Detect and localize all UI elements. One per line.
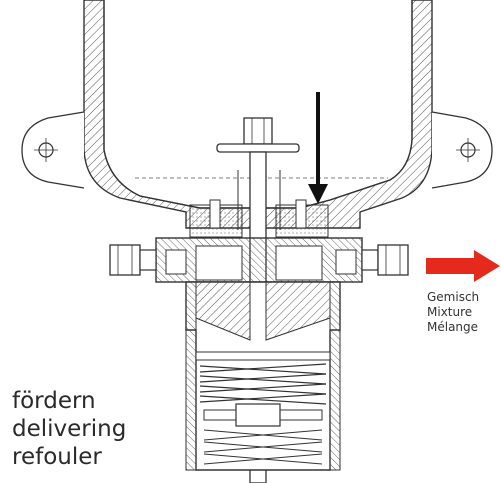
mode-label-fr: refouler <box>12 444 102 470</box>
output-label-fr: Mélange <box>427 320 479 334</box>
pump-body <box>185 281 341 471</box>
output-flow-arrow <box>426 250 500 282</box>
mode-label-en: delivering <box>12 416 127 442</box>
fitting-left <box>109 244 157 276</box>
stroke-direction-arrow <box>308 92 328 204</box>
mode-label: fördern delivering refouler <box>12 387 126 471</box>
output-label-de: Gemisch <box>427 290 480 304</box>
fitting-right <box>361 244 409 276</box>
top-nut <box>216 117 300 153</box>
output-label: Gemisch Mixture Mélange <box>427 290 479 335</box>
output-label-en: Mixture <box>427 305 473 319</box>
inlet-block <box>189 199 329 238</box>
mode-label-de: fördern <box>12 388 96 414</box>
valve-body <box>155 237 363 283</box>
spring-assembly <box>195 351 331 465</box>
mounting-lug-left <box>21 111 85 189</box>
mounting-lug-right <box>431 111 493 189</box>
